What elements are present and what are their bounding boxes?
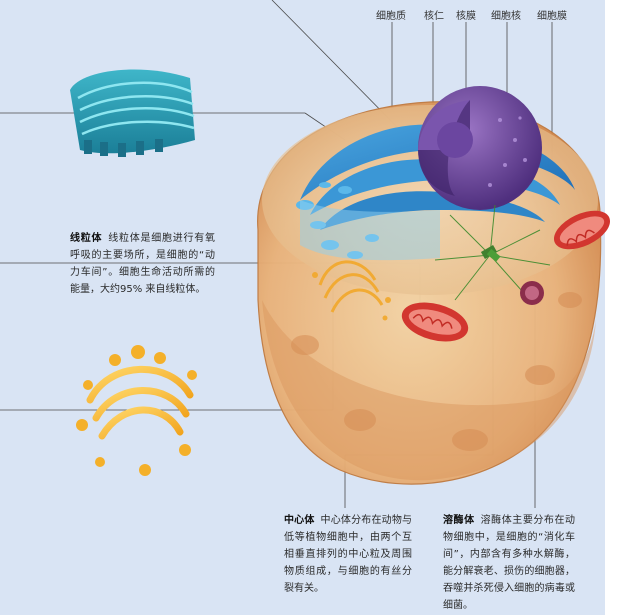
label-nucleus: 细胞核 bbox=[491, 11, 521, 22]
centrosome-text: 中心体分布在动物与低等植物细胞中，由两个互相垂直排列的中心粒及周围物质组成，与细… bbox=[284, 515, 413, 594]
label-nucleolus: 核仁 bbox=[424, 11, 444, 22]
mitochondrion-right bbox=[553, 210, 611, 250]
centrosome-title: 中心体 bbox=[284, 515, 315, 526]
mitochondria-text: 线粒体是细胞进行有氧呼吸的主要场所，是细胞的“动力车间”。细胞生命活动所需的能量… bbox=[70, 233, 215, 295]
centrosome bbox=[434, 204, 551, 301]
endoplasmic-reticulum-closeup bbox=[70, 69, 195, 157]
label-cell-membrane: 细胞膜 bbox=[537, 11, 567, 22]
golgi-apparatus bbox=[312, 260, 391, 321]
nucleus bbox=[418, 86, 542, 210]
centrosome-description: 中心体中心体分布在动物与低等植物细胞中，由两个互相垂直排列的中心粒及周围物质组成… bbox=[284, 512, 412, 597]
lysosome-description: 溶酶体溶酶体主要分布在动物细胞中，是细胞的“消化车间”，内部含有多种水解酶，能分… bbox=[443, 512, 575, 614]
lysosome-title: 溶酶体 bbox=[443, 515, 475, 526]
golgi-closeup bbox=[76, 345, 197, 476]
nucleolus bbox=[437, 122, 473, 158]
label-nuclear-envelope: 核膜 bbox=[456, 11, 476, 22]
lysosome-text: 溶酶体主要分布在动物细胞中，是细胞的“消化车间”，内部含有多种水解酶，能分解衰老… bbox=[443, 515, 576, 611]
animal-cell bbox=[257, 86, 611, 485]
mitochondria-title: 线粒体 bbox=[70, 233, 103, 244]
mitochondrion-bottom bbox=[401, 302, 469, 342]
lysosome bbox=[520, 281, 544, 305]
mitochondria-description: 线粒体线粒体是细胞进行有氧呼吸的主要场所，是细胞的“动力车间”。细胞生命活动所需… bbox=[70, 230, 215, 298]
label-cytoplasm: 细胞质 bbox=[376, 11, 406, 22]
